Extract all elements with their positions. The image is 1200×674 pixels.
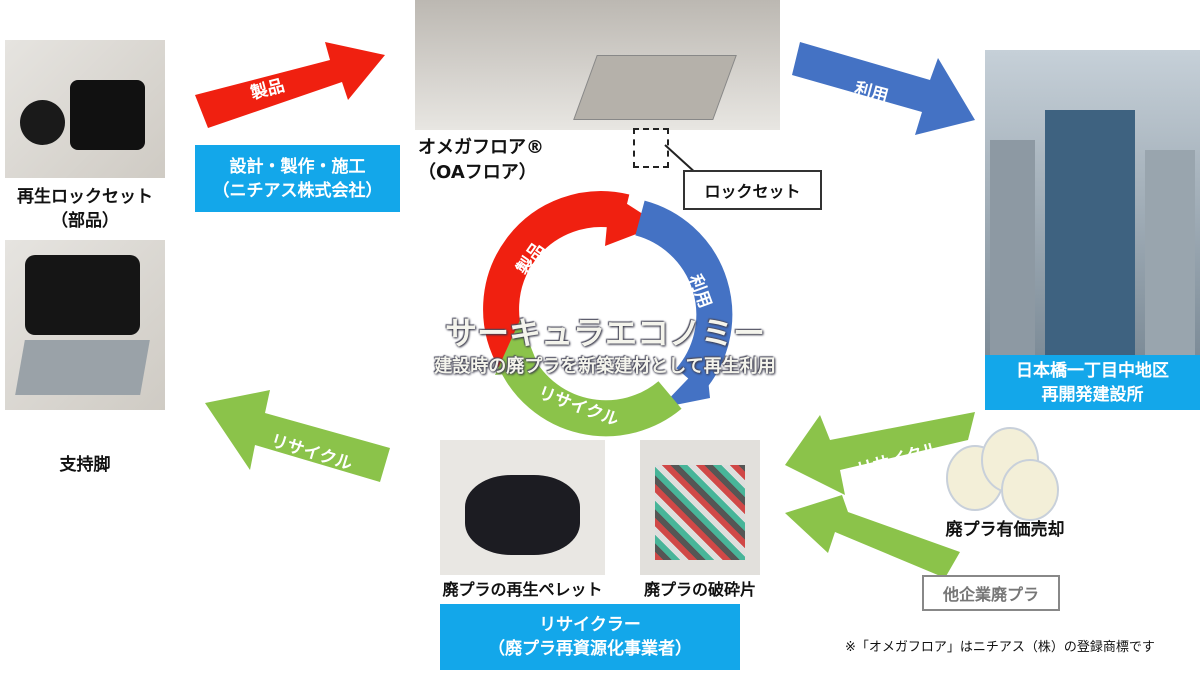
- oa-floor-photo: [415, 0, 780, 130]
- building-photo: [985, 50, 1200, 355]
- other-waste-arrow: [785, 495, 960, 578]
- cycle-red-arc: [483, 191, 630, 370]
- oa-floor-label: オメガフロア®（OAフロア）: [418, 137, 544, 183]
- cycle-subtitle: 建設時の廃プラを新築建材として再生利用: [434, 356, 776, 377]
- fragments-photo: [640, 440, 760, 575]
- lockset-photo: [5, 40, 165, 178]
- plastic-bags-icon: [946, 427, 1059, 521]
- lockset-callout: ロックセット: [683, 170, 822, 210]
- cycle-green-arc: [498, 351, 682, 437]
- lockset-label: 再生ロックセット（部品）: [17, 187, 153, 231]
- trademark-note: ※「オメガフロア」はニチアス（株）の登録商標です: [845, 640, 1155, 655]
- product-arrow: [195, 42, 385, 128]
- support-leg-label: 支持脚: [59, 455, 111, 475]
- use-arrow: [792, 42, 975, 135]
- support-leg-photo: [5, 240, 165, 410]
- other-company-waste-box: 他企業廃プラ: [922, 575, 1060, 611]
- cycle-blue-arc: [634, 200, 733, 392]
- building-box: 日本橋一丁目中地区再開発建設所: [985, 355, 1200, 410]
- recycler-box: リサイクラー（廃プラ再資源化事業者）: [440, 604, 740, 670]
- recycle-left-arrow: [205, 390, 390, 482]
- pellets-label: 廃プラの再生ペレット: [442, 580, 603, 599]
- design-box: 設計・製作・施工（ニチアス株式会社）: [195, 145, 400, 212]
- recycle-right-arrow: [785, 412, 975, 495]
- sale-label: 廃プラ有価売却: [945, 520, 1065, 540]
- fragments-label: 廃プラの破砕片: [643, 580, 756, 599]
- cycle-title: サーキュラエコノミー: [444, 314, 765, 352]
- pellets-photo: [440, 440, 605, 575]
